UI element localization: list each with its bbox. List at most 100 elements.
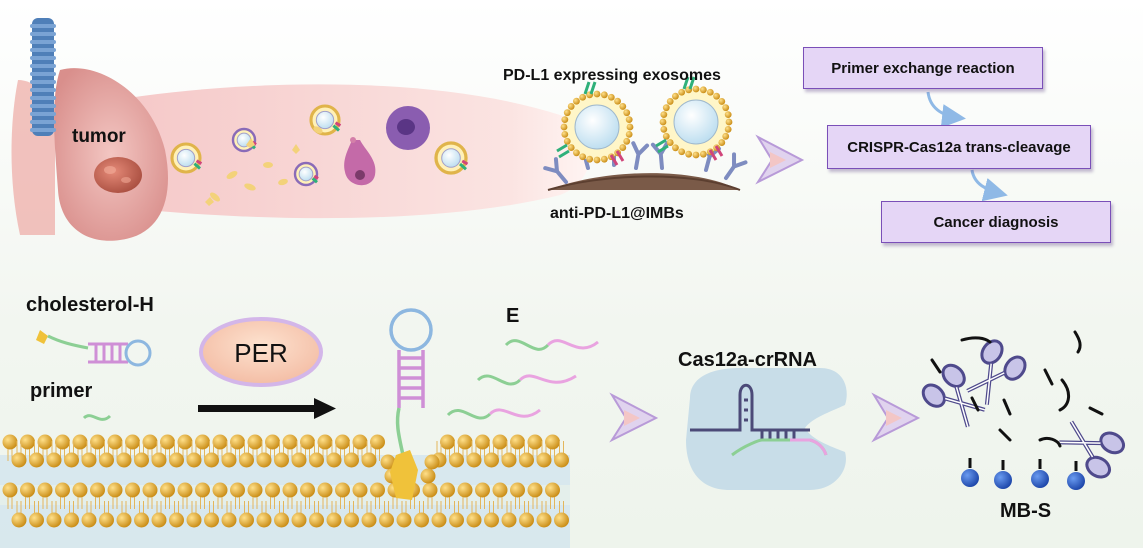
lipid-head <box>344 512 359 528</box>
lipid-head <box>335 482 350 498</box>
lipid-head <box>265 434 280 450</box>
arrow-icon <box>198 398 336 419</box>
extended-strands <box>446 339 599 420</box>
trachea-ring <box>30 120 56 124</box>
lipid-head <box>414 512 429 528</box>
lipid-head <box>380 454 396 470</box>
lipid-head <box>37 434 53 450</box>
lipid-head <box>29 512 44 528</box>
lipid-head <box>361 452 377 468</box>
lipid-head <box>230 482 245 498</box>
magnetic-bead-icon <box>961 458 979 487</box>
exosome-icon <box>434 141 469 175</box>
platelet-fragments <box>205 126 323 206</box>
lipid-head <box>107 434 123 450</box>
lipid-head <box>501 452 517 468</box>
lipid-head <box>440 482 455 498</box>
exosome-icon <box>170 104 469 187</box>
primer-label: primer <box>30 380 92 402</box>
lipid-head <box>72 434 88 450</box>
lipid-head <box>274 512 289 528</box>
exosomes-label: PD-L1 expressing exosomes <box>503 67 721 84</box>
magnetic-bead-icon <box>994 460 1012 489</box>
lipid-head <box>545 482 560 498</box>
lipid-head <box>37 482 53 498</box>
lipid-head <box>466 452 482 468</box>
exosome-icon <box>655 76 733 161</box>
lipid-head <box>422 482 438 498</box>
trachea-ring <box>30 128 56 132</box>
lipid-head <box>536 452 552 468</box>
lipid-head <box>81 512 97 528</box>
lipid-head <box>326 452 342 468</box>
lipid-head <box>501 512 517 528</box>
lipid-head <box>352 434 368 450</box>
lipid-head <box>99 512 114 528</box>
lipid-head <box>177 434 193 450</box>
primer-strand <box>82 414 112 421</box>
immunomagnetic-bead-surface <box>547 173 741 191</box>
lipid-head <box>519 512 534 528</box>
lipid-head <box>2 434 18 450</box>
lipid-head <box>300 482 315 498</box>
workflow-step-diagnosis: Cancer diagnosis <box>881 201 1111 243</box>
lipid-head <box>554 512 569 528</box>
lipid-head <box>274 452 289 468</box>
lipid-head <box>177 482 193 498</box>
lipid-head <box>107 482 123 498</box>
workflow-arrow <box>970 169 1008 202</box>
lipid-head <box>29 452 44 468</box>
lipid-head <box>134 452 149 468</box>
lipid-head <box>20 434 35 450</box>
scissors-icon <box>1059 420 1126 479</box>
lipid-head <box>81 452 97 468</box>
lipid-head <box>344 452 359 468</box>
lipid-head <box>309 512 324 528</box>
lipid-head <box>309 452 324 468</box>
lipid-head <box>475 434 490 450</box>
lipid-head <box>326 512 342 528</box>
lipid-head <box>256 512 272 528</box>
blood-vessel <box>60 84 590 219</box>
magnetic-bead-icon <box>961 458 1085 490</box>
trachea-ring <box>30 24 56 28</box>
lipid-head <box>282 482 298 498</box>
lipid-head <box>545 434 560 450</box>
lipid-head <box>352 482 368 498</box>
lipid-head <box>221 452 237 468</box>
exosome-icon <box>231 127 257 153</box>
trachea-ring <box>30 56 56 60</box>
cleaved-fragments <box>930 330 1104 448</box>
trachea-ring <box>30 88 56 92</box>
lipid-head <box>134 512 149 528</box>
lipid-head <box>55 482 70 498</box>
lipid-head <box>449 452 464 468</box>
mbs-label: MB-S <box>1000 500 1051 522</box>
lipid-head <box>361 512 377 528</box>
lipid-head <box>125 434 140 450</box>
lipid-head <box>46 512 62 528</box>
lipid-head <box>527 482 543 498</box>
lipid-head <box>99 452 114 468</box>
trachea-ring <box>30 112 56 116</box>
lipid-head <box>169 452 184 468</box>
lipid-head <box>125 482 140 498</box>
circulating-tumor-cell <box>386 106 430 150</box>
lipid-head <box>221 512 237 528</box>
trachea-icon <box>30 18 56 136</box>
lipid-head <box>142 482 158 498</box>
arrow-icon <box>755 134 805 185</box>
exosome-icon <box>556 76 733 166</box>
lipid-head <box>195 434 210 450</box>
lipid-head <box>160 434 175 450</box>
per-label: PER <box>234 338 287 368</box>
lipid-head <box>466 512 482 528</box>
lipid-head <box>265 482 280 498</box>
lipid-head <box>142 434 158 450</box>
lipid-head <box>379 512 394 528</box>
trachea-ring <box>30 64 56 68</box>
lipid-head <box>370 482 385 498</box>
lipid-head <box>300 434 315 450</box>
lipid-head <box>116 452 132 468</box>
lipid-head <box>484 512 499 528</box>
